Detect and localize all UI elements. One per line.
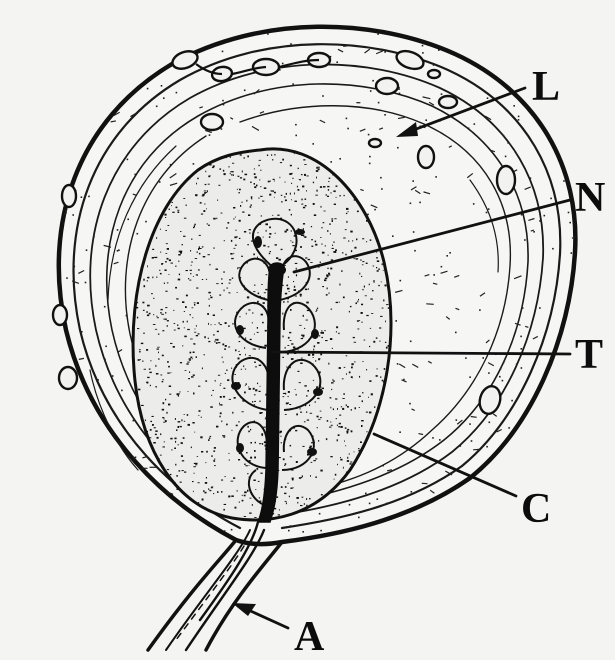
arrowhead-A [232,603,256,616]
terminal-end-bulb [268,264,286,276]
label-T: T [575,334,603,376]
leader-T [272,352,570,354]
label-A: A [294,616,324,658]
label-L: L [532,66,560,108]
label-C: C [521,488,551,530]
label-N: N [575,177,605,219]
inner-core [133,149,391,520]
